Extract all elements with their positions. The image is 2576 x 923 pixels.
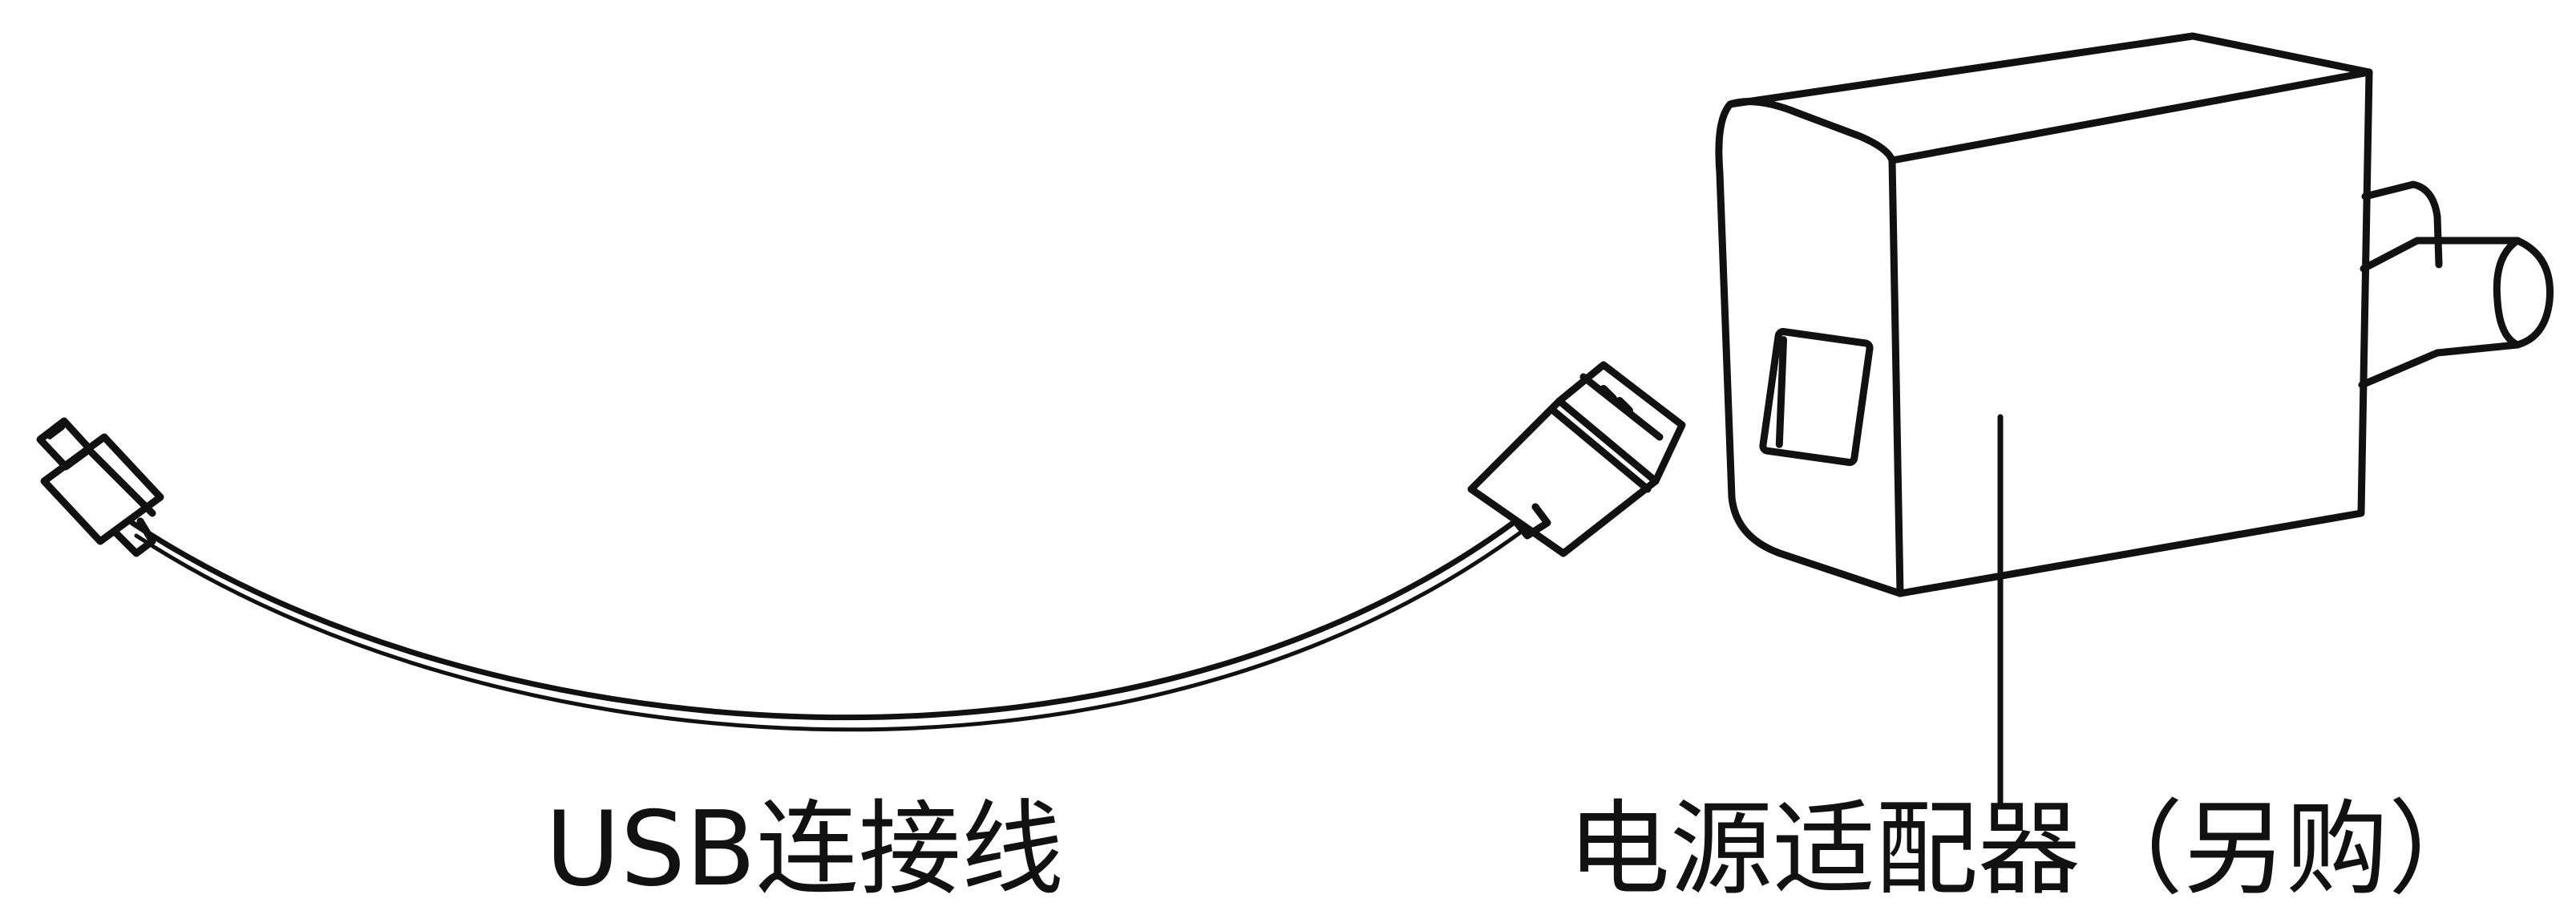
cable-wire-inner <box>134 531 1522 732</box>
micro-usb-plug-icon <box>36 417 164 557</box>
power-adapter-icon <box>1715 32 2554 809</box>
usb-a-plug-icon <box>1467 361 1686 557</box>
cable-wire <box>129 518 1519 721</box>
power-adapter-label: 电源适配器（另购） <box>1567 790 2492 909</box>
usb-cable-icon <box>36 361 1686 732</box>
usb-cable-label: USB连接线 <box>545 790 1064 909</box>
